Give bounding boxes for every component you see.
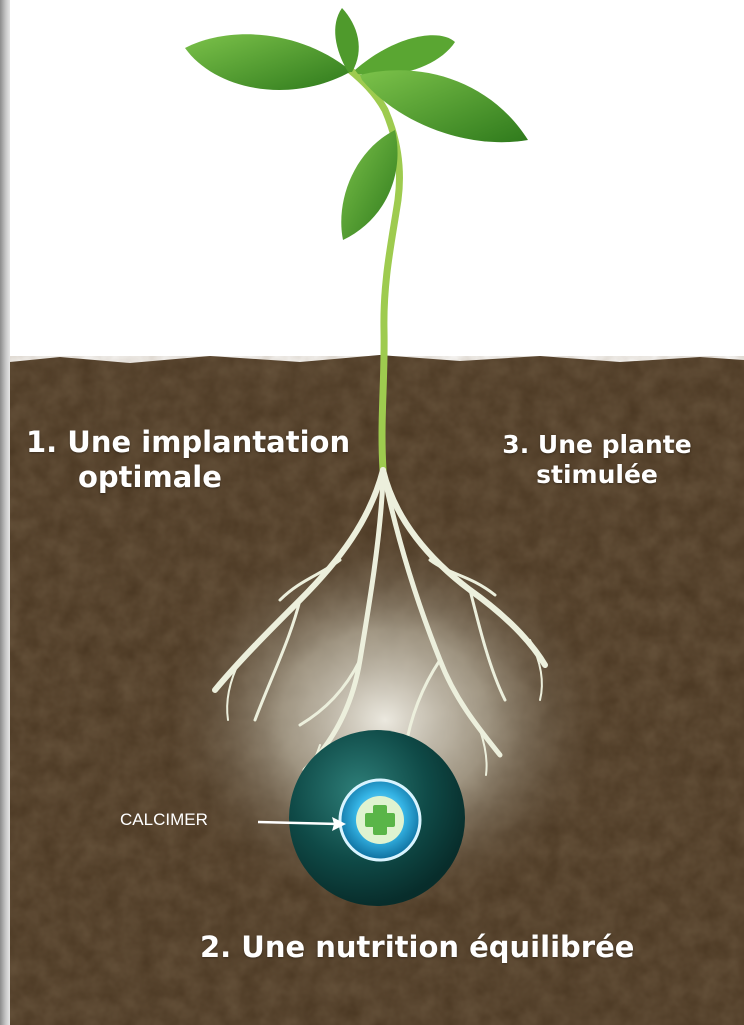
calcimer-label: CALCIMER xyxy=(120,810,208,830)
leaf-middle xyxy=(341,130,397,240)
plus-cross-icon xyxy=(356,796,404,844)
leaf-right-upper xyxy=(355,35,455,75)
leaf-left xyxy=(185,34,350,90)
label-nutrition: 2. Une nutrition équilibrée xyxy=(200,930,680,965)
label-implantation-line1: 1. Une implantation xyxy=(26,425,350,459)
label-plante: 3. Une plante stimulée xyxy=(472,430,722,490)
label-plante-line2: stimulée xyxy=(472,460,722,490)
label-implantation: 1. Une implantation optimale xyxy=(26,425,386,495)
label-plante-line1: 3. Une plante xyxy=(502,430,691,459)
label-implantation-line2: optimale xyxy=(26,460,386,495)
